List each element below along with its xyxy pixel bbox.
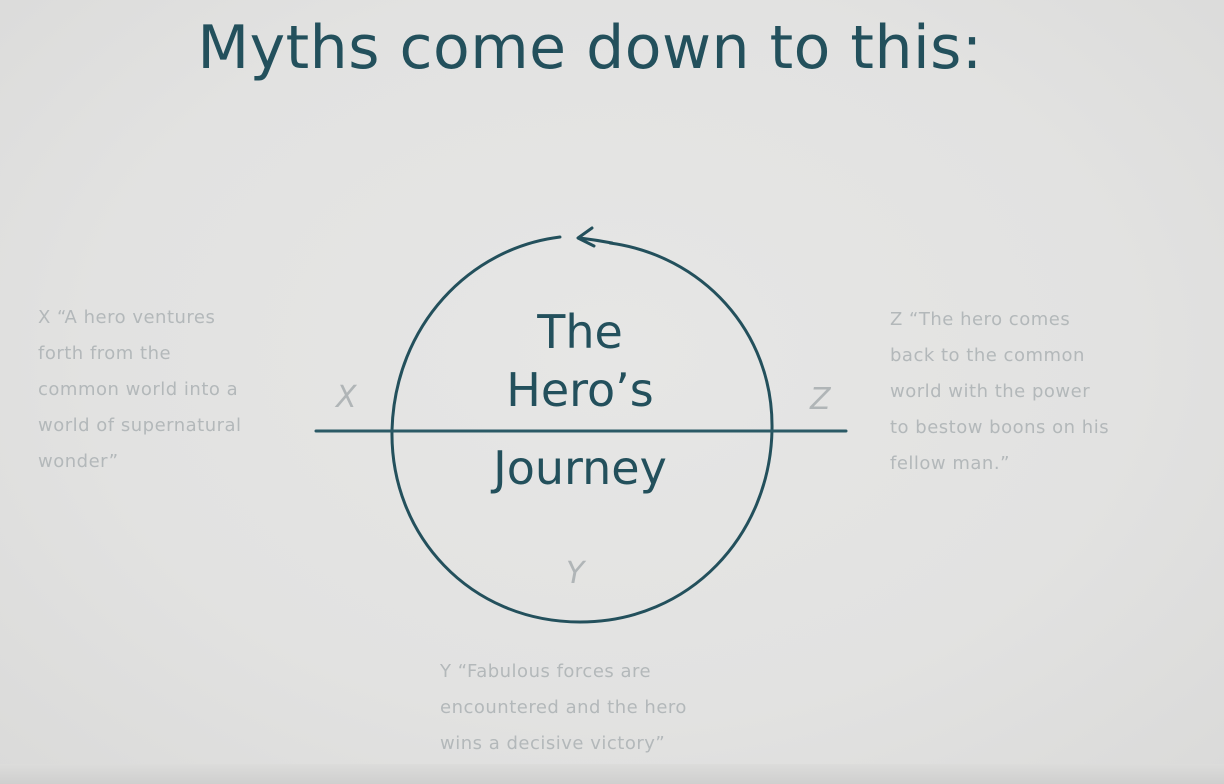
note-z-line: Z “The hero comes [890, 309, 1071, 330]
center-label-line-1: The [537, 305, 623, 359]
note-z: Z “The hero comes back to the common wor… [890, 302, 1109, 482]
marker-y: Y [566, 556, 585, 591]
note-y-line: wins a decisive victory” [440, 733, 666, 754]
marker-x: X [336, 380, 357, 415]
note-y-line: encountered and the hero [440, 697, 687, 718]
note-x: X “A hero ventures forth from the common… [38, 300, 242, 480]
note-z-line: fellow man.” [890, 453, 1010, 474]
note-x-line: wonder” [38, 451, 119, 472]
note-z-line: to bestow boons on his [890, 417, 1110, 438]
journey-circle [390, 235, 774, 624]
note-z-line: world with the power [890, 381, 1091, 402]
note-y-line: Y “Fabulous forces are [440, 661, 652, 682]
journey-arrow-tail [578, 236, 614, 245]
journey-arrow-head [576, 226, 596, 248]
note-z-line: back to the common [890, 345, 1085, 366]
note-x-line: forth from the [38, 343, 172, 364]
slide-title: Myths come down to this: [197, 13, 983, 83]
note-x-line: world of supernatural [38, 415, 242, 436]
note-y: Y “Fabulous forces are encountered and t… [440, 654, 687, 762]
center-label-line-2: Hero’s [506, 363, 654, 417]
note-x-line: X “A hero ventures [38, 307, 216, 328]
center-label-line-3: Journey [493, 441, 667, 495]
bottom-shadow-band [0, 764, 1224, 784]
note-x-line: common world into a [38, 379, 239, 400]
marker-z: Z [810, 382, 831, 417]
